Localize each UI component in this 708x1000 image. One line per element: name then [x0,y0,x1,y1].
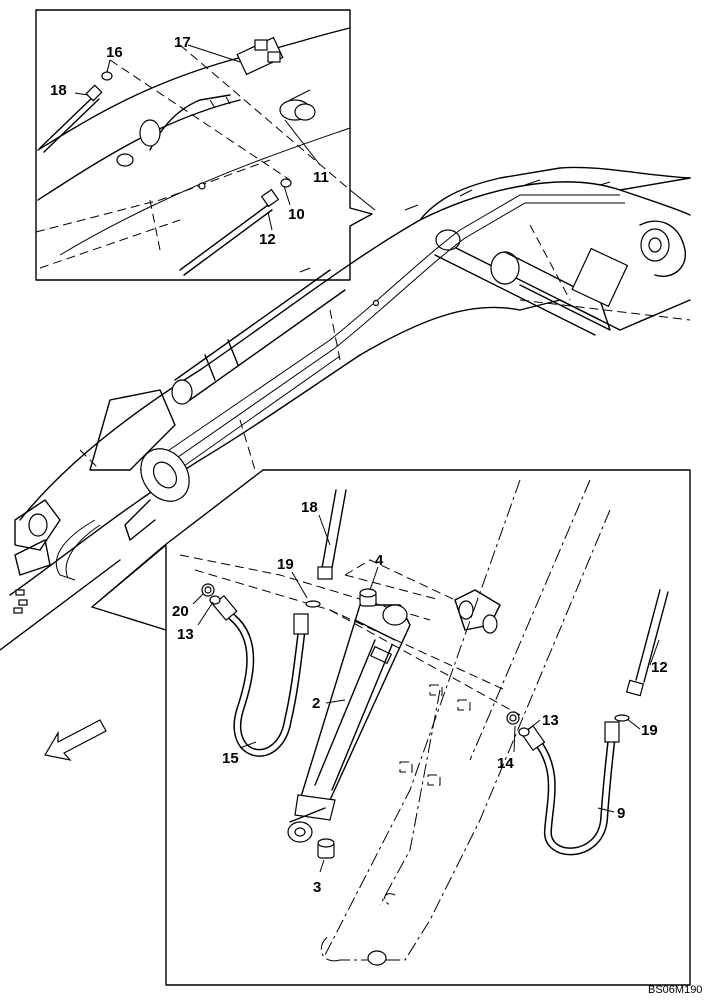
detail-inset-top [35,9,373,281]
callout-18-top: 18 [50,82,67,99]
callout-19-left: 19 [277,556,294,573]
callout-10: 10 [288,206,305,223]
callout-12-bottom: 12 [651,659,668,676]
callout-13-left: 13 [177,626,194,643]
callout-4: 4 [375,552,384,569]
drawing-code: BS06M190 [648,984,702,996]
callout-12-top: 12 [259,231,276,248]
callout-19-right: 19 [641,722,658,739]
detail-inset-bottom [91,469,691,986]
callout-18-bottom: 18 [301,499,318,516]
callout-3: 3 [313,879,321,896]
callout-9: 9 [617,805,625,822]
callout-17: 17 [174,34,191,51]
callout-20: 20 [172,603,189,620]
front-direction-arrow [44,719,107,761]
callout-2: 2 [312,695,320,712]
boom-assembly [0,166,691,651]
callout-11: 11 [313,169,329,186]
callout-labels: 16 17 18 11 10 12 18 4 19 20 13 2 15 12 … [50,34,668,896]
callout-15: 15 [222,750,239,767]
callout-13-right: 13 [542,712,559,729]
callout-16: 16 [106,44,123,61]
callout-14: 14 [497,755,514,772]
